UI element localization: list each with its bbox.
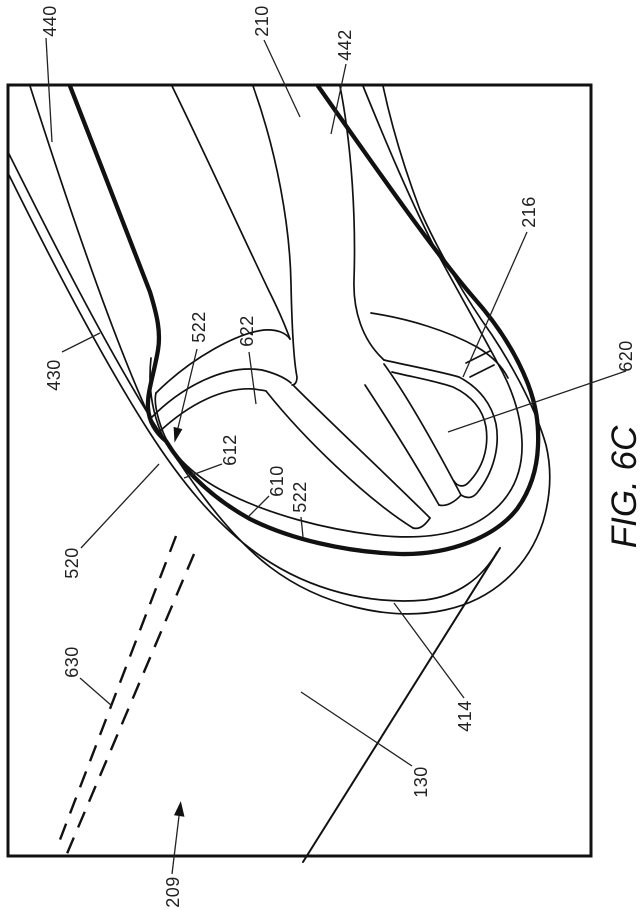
- collar-arc: [155, 329, 291, 394]
- right-slot-edge-nw: [364, 384, 440, 506]
- ref-label-130: 130: [411, 766, 431, 798]
- leader-430: [61, 332, 101, 353]
- ref-label-210: 210: [252, 5, 272, 37]
- collar-curve-right: [370, 312, 509, 379]
- leader-520: [80, 463, 160, 549]
- leader-440: [45, 37, 53, 143]
- ref-label-620: 620: [616, 340, 636, 372]
- arrowhead-522-icon: [173, 426, 183, 443]
- ref-label-520: 520: [62, 547, 82, 579]
- ref-label-209: 209: [163, 876, 183, 908]
- inner-tube-thick-outline: [67, 83, 541, 557]
- leader-130: [300, 691, 413, 767]
- dashed-axis-line-1: [56, 535, 178, 846]
- right-lumen-inner-wall: [391, 371, 488, 487]
- ref-label-622: 622: [237, 315, 257, 347]
- leader-216: [462, 231, 528, 378]
- collar-bridge-seg-2: [469, 364, 495, 378]
- figure-border: [6, 83, 593, 858]
- leader-414: [393, 602, 465, 699]
- leader-620: [447, 370, 627, 433]
- ref-label-430: 430: [44, 359, 64, 391]
- figure-caption: FIG. 6C: [605, 425, 642, 548]
- ref-label-610: 610: [267, 465, 287, 497]
- leader-610: [248, 495, 270, 517]
- right-lumen-outer-wall: [383, 359, 499, 499]
- sheath-inner-band-line: [7, 172, 498, 602]
- sheath-cut-edge-line: [302, 547, 501, 863]
- lumen-wall-line-a: [171, 85, 291, 340]
- ref-label-216: 216: [519, 196, 539, 228]
- left-slot-edge-se: [293, 385, 431, 519]
- arrowhead-209-icon: [174, 801, 185, 817]
- outer-wall-line-left: [29, 85, 151, 419]
- ref-label-414: 414: [455, 700, 475, 732]
- lumen-wall-line-c: [339, 85, 385, 361]
- left-slot-end-cap: [412, 517, 431, 530]
- left-slot-edge-nw: [265, 390, 414, 529]
- ref-label-522-lower: 522: [290, 481, 310, 513]
- lumen-wall-line-b: [252, 85, 298, 386]
- leader-622: [248, 351, 257, 405]
- leader-630: [79, 677, 113, 707]
- ref-label-442: 442: [335, 29, 355, 61]
- leader-522b: [300, 516, 304, 538]
- dashed-axis-line-2: [64, 553, 196, 857]
- flap-inner-arc: [158, 388, 267, 433]
- ref-label-612: 612: [220, 434, 240, 466]
- leader-612: [183, 463, 223, 479]
- leader-210: [263, 39, 301, 118]
- leader-442: [330, 63, 347, 135]
- ref-label-440: 440: [40, 5, 60, 37]
- leader-522a: [177, 348, 198, 429]
- ref-label-522-upper: 522: [189, 311, 209, 343]
- right-slot-end-cap: [438, 494, 462, 507]
- outer-sheath-silhouette: [7, 85, 551, 615]
- ref-label-630: 630: [62, 646, 82, 678]
- leader-209-arrow-shaft: [171, 815, 180, 875]
- flap-outer-arc: [149, 368, 292, 420]
